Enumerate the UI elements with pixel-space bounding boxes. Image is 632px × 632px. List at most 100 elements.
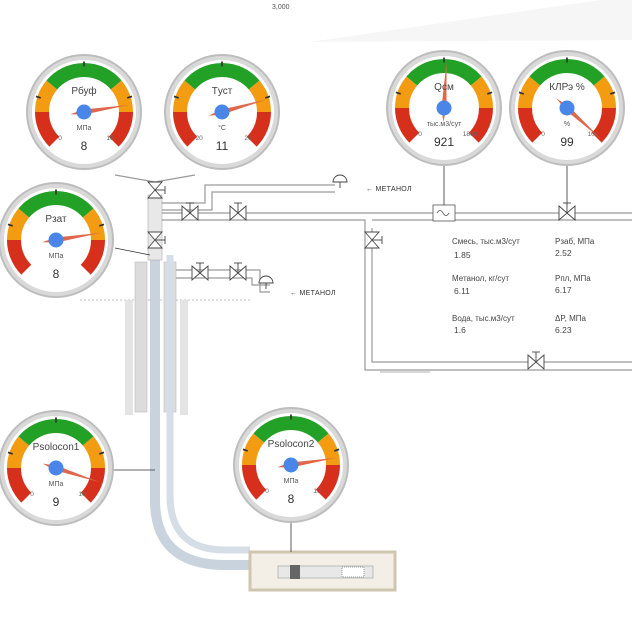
gauge-tick	[242, 448, 248, 452]
gauge-unit: °C	[218, 124, 226, 132]
flow-meter-icon	[436, 210, 450, 216]
valve-icon[interactable]	[229, 202, 247, 221]
gauge-zone	[80, 239, 105, 275]
gauge-tick	[334, 448, 340, 452]
gauge-tick	[99, 223, 105, 227]
gauge-title: Psolocon2	[268, 439, 315, 450]
gauge-min-label: -20	[193, 135, 203, 142]
gauge-title: Psolocon1	[33, 442, 80, 453]
valves	[147, 174, 576, 370]
gauge-zone	[242, 464, 267, 500]
gauge-hub	[48, 460, 64, 476]
gauge-unit: МПа	[49, 253, 64, 260]
gauge-zone	[184, 63, 260, 90]
valve-icon[interactable]	[364, 231, 383, 249]
valve-icon[interactable]	[558, 202, 576, 221]
valve-icon[interactable]	[147, 181, 166, 199]
gauge-max-label: 10	[313, 488, 321, 495]
gauge-zone	[591, 107, 616, 143]
gauge-min-label: 0	[541, 131, 545, 138]
gauge-value: 9	[53, 495, 60, 509]
gauge-min-label: 0	[58, 135, 62, 142]
actuator-valve-icon[interactable]	[332, 174, 348, 188]
gauge-tick	[265, 95, 271, 99]
gauge-zone	[80, 467, 105, 503]
gauge-zone	[529, 59, 605, 86]
gauge-tick	[127, 95, 133, 99]
gauge-tick	[35, 95, 41, 99]
gauge-hub	[48, 232, 64, 248]
valve-icon[interactable]	[229, 262, 247, 281]
gauge-zone	[253, 416, 329, 443]
gauge-zone	[246, 111, 271, 147]
flow-meter	[432, 204, 456, 222]
gauge-value: 8	[288, 492, 295, 506]
gauge-zone	[593, 76, 616, 109]
reading-value: 1.6	[454, 325, 466, 335]
valve-icon[interactable]	[147, 231, 166, 249]
gauge-hub	[283, 457, 299, 473]
valve-icon[interactable]	[191, 262, 209, 281]
background-shape	[310, 0, 632, 42]
reading-label: Смесь, тыс.м3/сут	[452, 237, 520, 246]
gauge-tick	[99, 451, 105, 455]
gauge-min-label: 0	[265, 488, 269, 495]
gauge-title: Tуст	[212, 86, 233, 97]
gauge-max-label: 10	[78, 491, 86, 498]
reading-label: Вода, тыс.м3/сут	[452, 314, 515, 323]
gauge-tick	[7, 451, 13, 455]
gauge-zone	[82, 436, 105, 469]
gauge-zone	[108, 111, 133, 147]
gauge-tick	[487, 91, 493, 95]
gauge-unit: тыс.м3/сут	[427, 121, 462, 128]
gauge-tick	[7, 223, 13, 227]
gauge-unit: МПа	[284, 478, 299, 485]
gauge-hub	[436, 100, 452, 116]
gauge-value: 11	[216, 139, 229, 153]
gauge-zone	[7, 208, 30, 241]
gauge-zone	[82, 208, 105, 241]
reading-label: Метанол, кг/сут	[452, 274, 509, 283]
gauge-zone	[242, 433, 265, 466]
reading-value: 6.17	[555, 285, 572, 295]
gauge-max-label: 100	[588, 131, 599, 138]
gauge-value: 99	[560, 135, 574, 149]
gauge-zone	[248, 80, 271, 113]
reading-value: 6.11	[454, 286, 470, 296]
gauge-tick	[518, 91, 524, 95]
downhole-tool	[248, 550, 397, 592]
gauge-zone	[173, 111, 198, 147]
valve-icon[interactable]	[527, 351, 545, 370]
readings-panel: Смесь, тыс.м3/сут 1.85 Метанол, кг/сут 6…	[452, 237, 595, 335]
reading-value: 6.23	[555, 325, 572, 335]
methanol-inlet-label-1: ← МЕТАНОЛ	[366, 186, 412, 193]
reading-value: 1.85	[454, 250, 471, 260]
gauge-zone	[7, 239, 32, 275]
valve-icon[interactable]	[181, 202, 199, 221]
reading-label: Рзаб, МПа	[555, 237, 595, 246]
gauge-unit: МПа	[49, 481, 64, 488]
gauge-zone	[468, 107, 493, 143]
reading-label: Рпл, МПа	[555, 274, 591, 283]
gauge-zone	[518, 107, 543, 143]
gauge-zone	[18, 419, 94, 446]
gauge-max-label: 1800	[463, 131, 478, 138]
gauge-zone	[173, 80, 196, 113]
gauge-value: 921	[434, 135, 454, 149]
gauge-unit: %	[564, 121, 570, 128]
gauge-zone	[46, 63, 122, 90]
gauge-zone	[518, 76, 541, 109]
gauge-zone	[7, 467, 32, 503]
gauge-max-label: 10	[106, 135, 114, 142]
gauge-zone	[110, 80, 133, 113]
reading-label: ΔP, МПа	[555, 314, 587, 323]
gauge-value: 8	[53, 267, 60, 281]
actuator-valve-icon[interactable]	[258, 275, 274, 289]
gauge-max-label: 20	[244, 135, 252, 142]
gauge-hub	[559, 100, 575, 116]
gauge-title: Рбуф	[71, 85, 96, 97]
